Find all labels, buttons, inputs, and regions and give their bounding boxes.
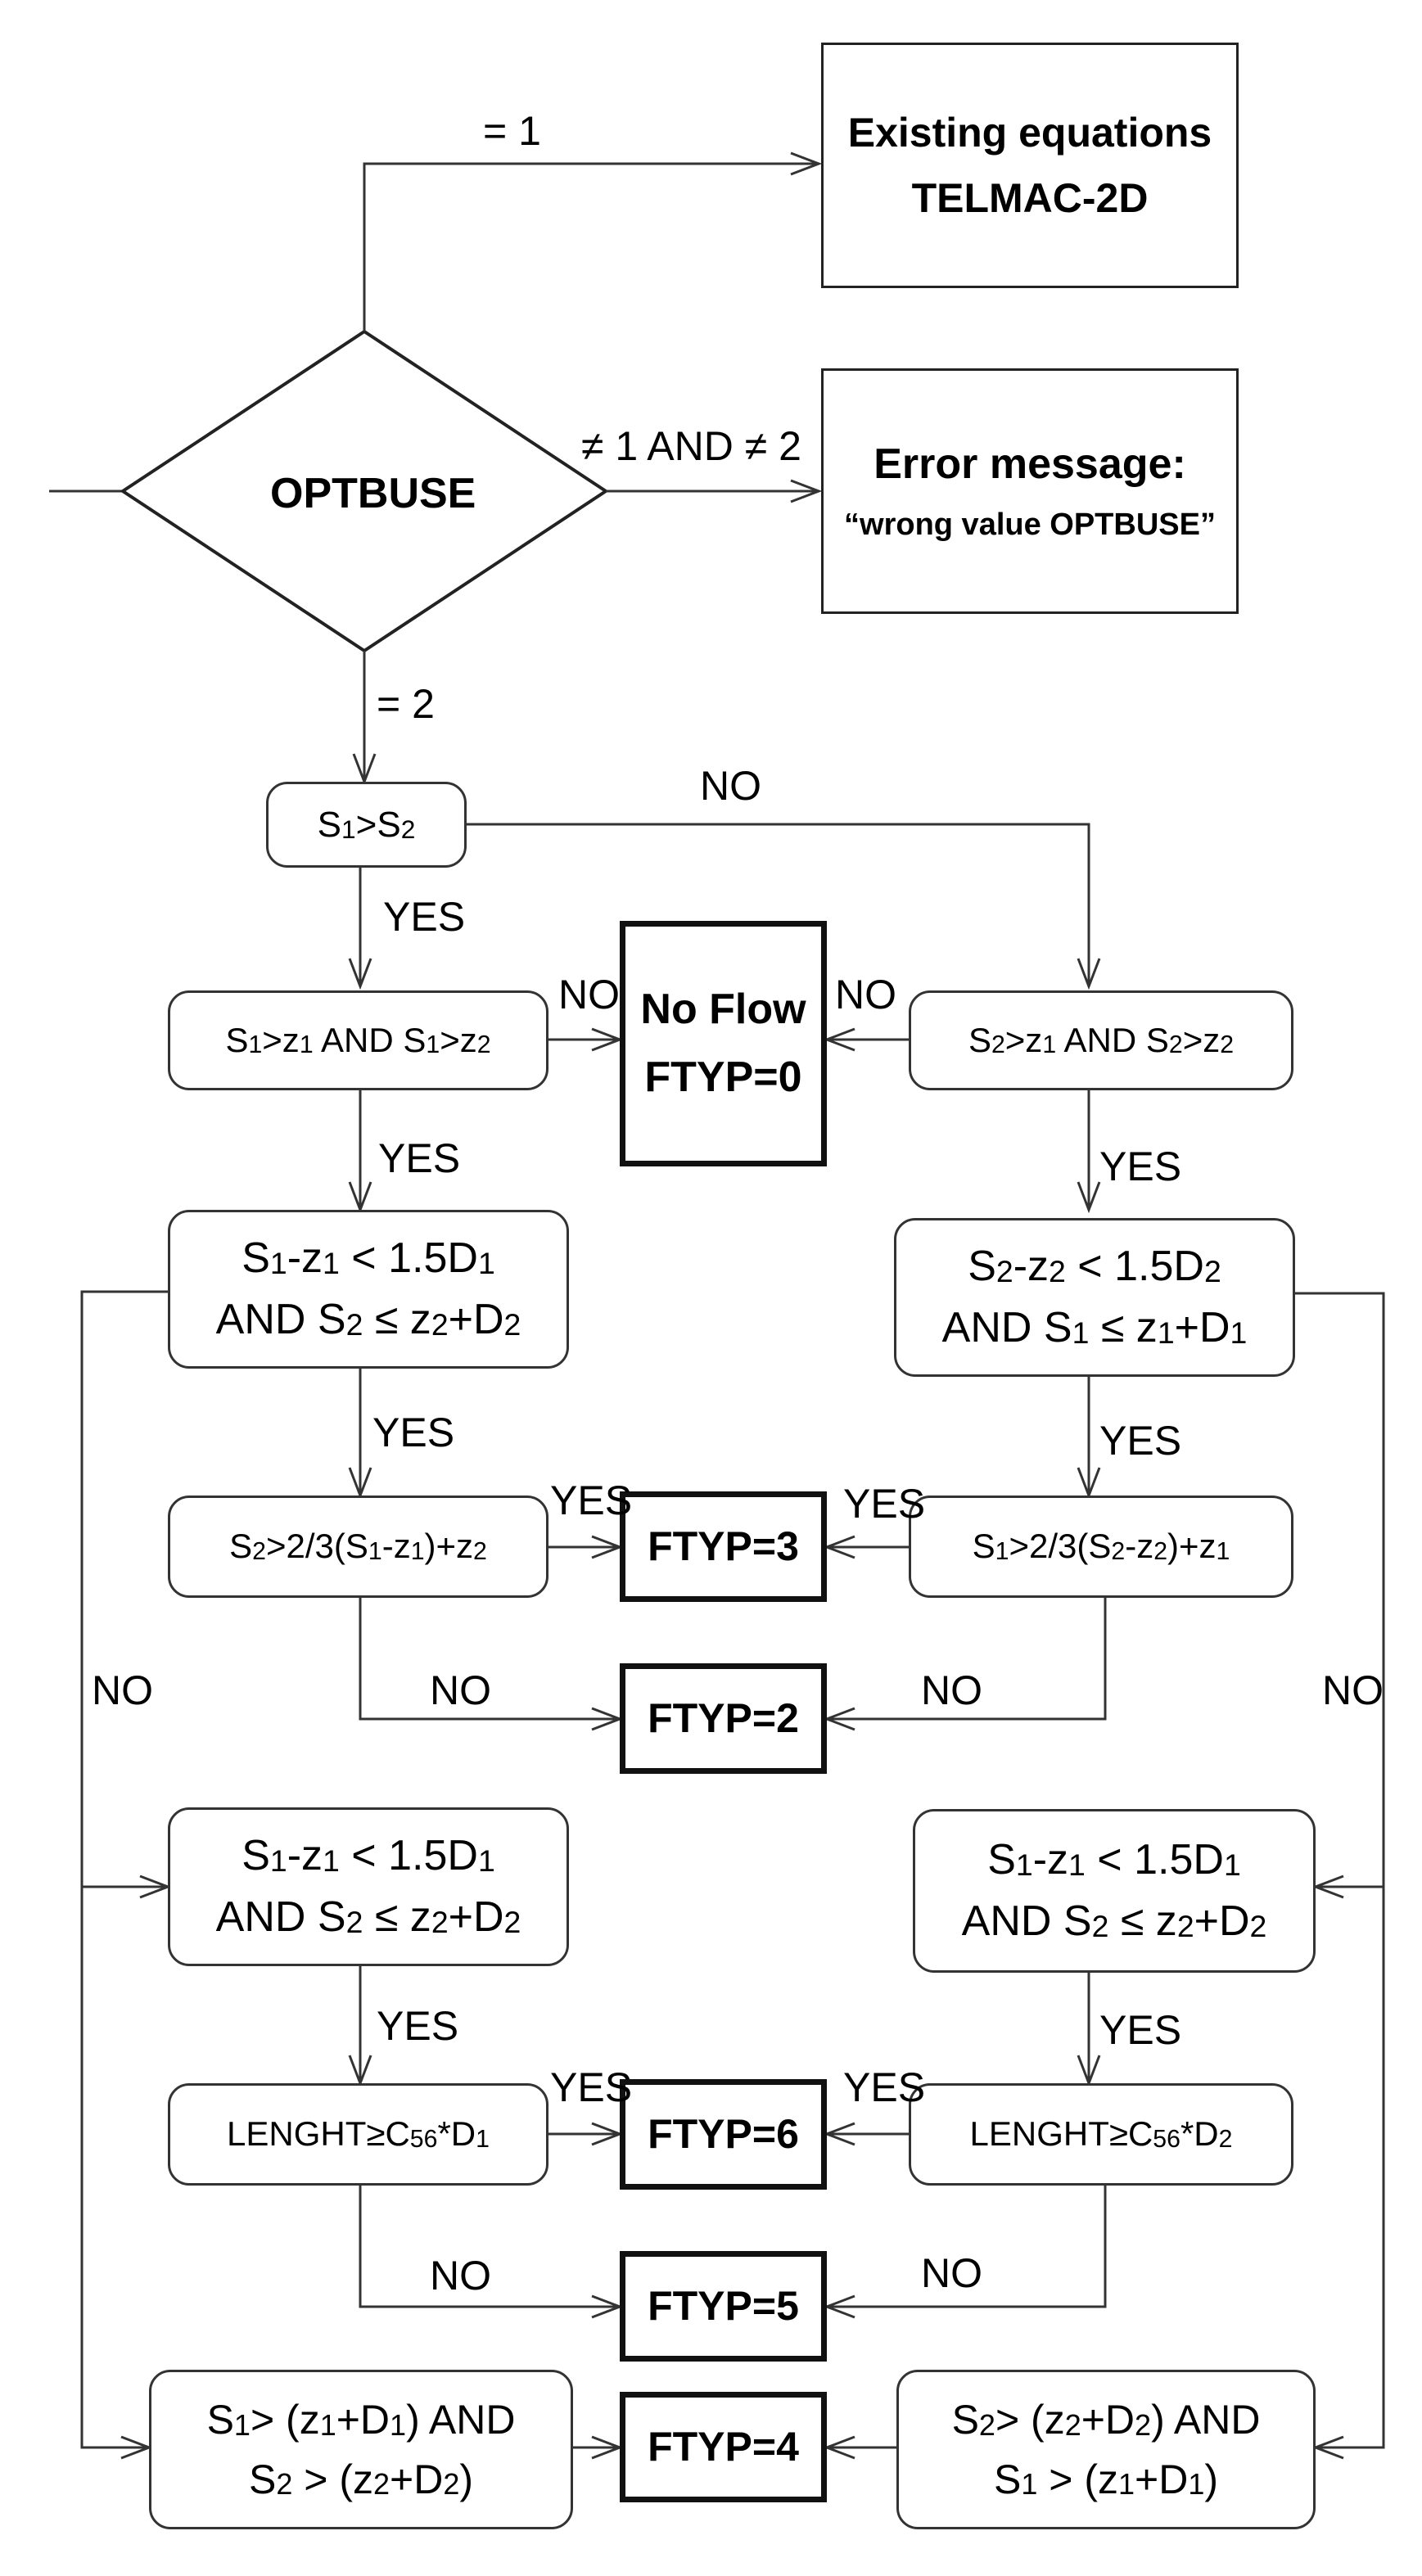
cond-left-4-box: S1-z1 < 1.5D1 AND S2 ≤ z2+D2 <box>168 1807 569 1966</box>
s1-gt-s2-box: S1>S2 <box>266 782 467 868</box>
cond-left-3-text: S2>2/3(S1-z1)+z2 <box>229 1527 487 1566</box>
label-yes-left3: YES <box>550 1477 633 1523</box>
label-yes-left2: YES <box>372 1410 455 1455</box>
error-line2: “wrong value OPTBUSE” <box>844 507 1216 542</box>
label-no-right5: NO <box>921 2250 982 2296</box>
no-flow-line2: FTYP=0 <box>644 1053 802 1101</box>
cond-right-3-text: S1>2/3(S2-z2)+z1 <box>972 1527 1230 1566</box>
error-line1: Error message: <box>874 440 1186 488</box>
edge-left-no-long <box>80 1290 168 2447</box>
ftyp4-box: FTYP=4 <box>620 2392 827 2502</box>
ftyp2-box: FTYP=2 <box>620 1663 827 1774</box>
existing-equations-box: Existing equations TELMAC-2D <box>821 43 1239 288</box>
label-no-left3: NO <box>430 1667 491 1713</box>
label-yes-right4: YES <box>1099 2007 1182 2053</box>
edge-right5-no <box>827 2186 1107 2307</box>
cond-right-4-line2: AND S2 ≤ z2+D2 <box>961 1897 1267 1945</box>
edge-right-no-long <box>1281 1292 1385 2447</box>
cond-right-4-line1: S1-z1 < 1.5D1 <box>987 1836 1241 1884</box>
cond-right-6-box: S2> (z2+D2) AND S1 > (z1+D1) <box>896 2370 1316 2529</box>
cond-right-4-box: S1-z1 < 1.5D1 AND S2 ≤ z2+D2 <box>913 1809 1316 1973</box>
label-neq: ≠ 1 AND ≠ 2 <box>581 423 801 469</box>
label-no-s1s2: NO <box>700 763 761 809</box>
cond-left-1-box: S1>z1 AND S1>z2 <box>168 990 548 1090</box>
label-no-right1: NO <box>835 972 896 1017</box>
cond-right-1-box: S2>z1 AND S2>z2 <box>909 990 1293 1090</box>
ftyp3-label: FTYP=3 <box>648 1523 799 1570</box>
cond-left-2-line2: AND S2 ≤ z2+D2 <box>215 1296 521 1343</box>
cond-left-1-text: S1>z1 AND S1>z2 <box>225 1020 491 1059</box>
cond-right-2-box: S2-z2 < 1.5D2 AND S1 ≤ z1+D1 <box>894 1218 1295 1377</box>
cond-right-1-text: S2>z1 AND S2>z2 <box>968 1020 1235 1059</box>
cond-left-4-line1: S1-z1 < 1.5D1 <box>242 1832 495 1879</box>
cond-left-3-box: S2>2/3(S1-z1)+z2 <box>168 1496 548 1598</box>
cond-left-6-line2: S2 > (z2+D2) <box>248 2456 474 2502</box>
no-flow-box: No Flow FTYP=0 <box>620 921 827 1166</box>
label-yes-right2: YES <box>1099 1418 1182 1464</box>
cond-right-3-box: S1>2/3(S2-z2)+z1 <box>909 1496 1293 1598</box>
label-yes-left5: YES <box>550 2064 633 2110</box>
ftyp3-box: FTYP=3 <box>620 1491 827 1602</box>
no-flow-line1: No Flow <box>640 986 806 1033</box>
cond-right-2-line2: AND S1 ≤ z1+D1 <box>941 1304 1248 1351</box>
optbuse-label: OPTBUSE <box>270 470 476 517</box>
cond-left-5-box: LENGHT≥C56*D1 <box>168 2083 548 2186</box>
cond-right-6-line2: S1 > (z1+D1) <box>993 2456 1219 2502</box>
label-no-left-long: NO <box>92 1667 153 1713</box>
cond-right-5-box: LENGHT≥C56*D2 <box>909 2083 1293 2186</box>
ftyp5-label: FTYP=5 <box>648 2283 799 2330</box>
label-no-left1: NO <box>558 972 620 1017</box>
existing-line2: TELMAC-2D <box>911 175 1149 221</box>
edge-right3-no <box>827 1598 1107 1719</box>
label-yes-left4: YES <box>377 2003 459 2049</box>
cond-left-4-line2: AND S2 ≤ z2+D2 <box>215 1893 521 1941</box>
ftyp6-label: FTYP=6 <box>648 2111 799 2158</box>
edge-left3-no <box>359 1598 620 1719</box>
ftyp4-label: FTYP=4 <box>648 2424 799 2470</box>
ftyp5-box: FTYP=5 <box>620 2251 827 2362</box>
label-yes-right5: YES <box>843 2064 926 2110</box>
label-yes-s1s2: YES <box>383 894 466 940</box>
cond-left-5-text: LENGHT≥C56*D1 <box>227 2114 490 2154</box>
label-yes-right3: YES <box>843 1481 926 1527</box>
cond-left-6-line1: S1> (z1+D1) AND <box>206 2397 516 2443</box>
label-eq1: = 1 <box>483 108 541 154</box>
label-no-right3: NO <box>921 1667 982 1713</box>
edge-left5-no <box>359 2186 620 2307</box>
label-no-right-long: NO <box>1322 1667 1384 1713</box>
cond-left-6-box: S1> (z1+D1) AND S2 > (z2+D2) <box>149 2370 573 2529</box>
cond-left-2-line1: S1-z1 < 1.5D1 <box>242 1234 495 1282</box>
error-message-box: Error message: “wrong value OPTBUSE” <box>821 368 1239 614</box>
s1-gt-s2-text: S1>S2 <box>317 805 416 845</box>
ftyp2-label: FTYP=2 <box>648 1695 799 1742</box>
label-eq2: = 2 <box>377 681 435 727</box>
label-yes-right1: YES <box>1099 1144 1182 1189</box>
ftyp6-box: FTYP=6 <box>620 2079 827 2190</box>
existing-line1: Existing equations <box>847 109 1212 156</box>
edge-eq1 <box>363 164 819 332</box>
cond-right-5-text: LENGHT≥C56*D2 <box>969 2114 1233 2154</box>
cond-left-2-box: S1-z1 < 1.5D1 AND S2 ≤ z2+D2 <box>168 1210 569 1369</box>
cond-right-6-line1: S2> (z2+D2) AND <box>951 2397 1261 2443</box>
cond-right-2-line1: S2-z2 < 1.5D2 <box>968 1243 1221 1290</box>
edge-s1s2-no <box>467 823 1089 986</box>
label-yes-left1: YES <box>378 1135 461 1181</box>
label-no-left5: NO <box>430 2253 491 2299</box>
